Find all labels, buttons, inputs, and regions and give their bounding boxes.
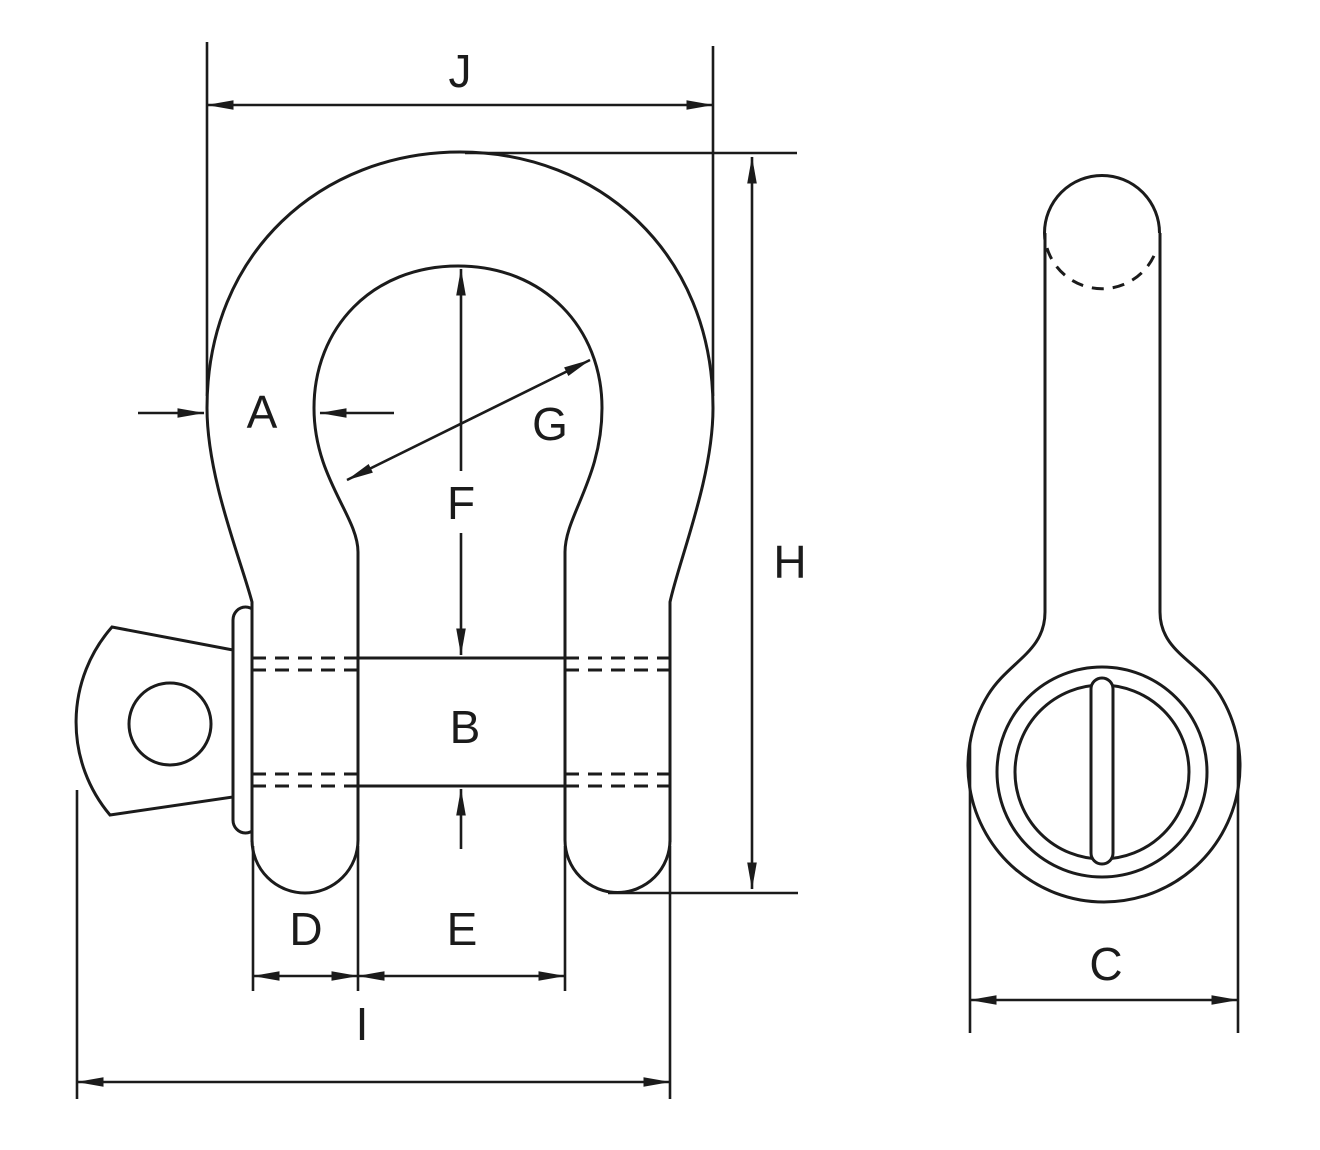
dim-E: E [357,903,566,981]
pin-head-hole [127,681,213,767]
side-view [966,174,1242,904]
eye-outline [966,611,1242,904]
dim-H-label: H [773,536,806,588]
right-leg-bottom-arc [563,839,672,894]
pin-slot [1089,676,1115,866]
dim-B: B [450,701,481,849]
dim-C: C [968,742,1240,1033]
dim-G-label: G [532,398,568,450]
dim-E-label: E [447,903,478,955]
dim-DE-extensions [251,846,567,991]
dim-H: H [465,151,807,895]
dim-A-label: A [247,386,278,438]
pin-hidden-lines [252,656,670,788]
dim-G: G [346,358,591,482]
bow-inner-outline [312,264,604,840]
dim-F: F [447,268,475,656]
dim-F-label: F [447,477,475,529]
dim-D: D [252,903,359,981]
shank-fill [1045,233,1160,618]
dim-J-label: J [449,45,472,97]
dim-I-label: I [356,998,369,1050]
pin-head [74,625,235,817]
left-leg-bottom-arc [250,839,360,895]
dim-G-arrow [346,358,591,482]
dim-I: I [75,790,672,1099]
dim-B-label: B [450,701,481,753]
dim-D-label: D [289,903,322,955]
bow-outer-outline [205,150,715,842]
dim-A: A [138,386,394,438]
front-view [74,150,715,895]
dim-J: J [205,42,715,396]
pin-ball-hidden-arc [1045,247,1159,291]
leg-mask [251,603,361,843]
dim-C-label: C [1089,938,1122,990]
